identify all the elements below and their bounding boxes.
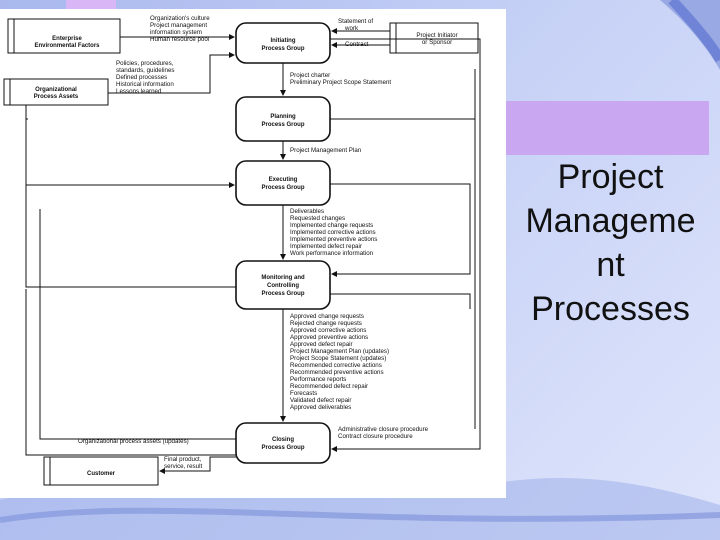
process-group-label: Process Group — [261, 122, 304, 128]
monitoring-outputs-list: Approved change requests Rejected change… — [290, 313, 389, 411]
flow-label: Defined processes — [116, 74, 167, 81]
org-assets-flow-labels: Policies, procedures, standards, guideli… — [116, 60, 174, 95]
flow-label: standards, guidelines — [116, 67, 174, 74]
flow-label: Deliverables — [290, 208, 324, 215]
enterprise-label: Environmental Factors — [34, 43, 100, 49]
slide-title: Project Manageme nt Processes — [508, 155, 713, 331]
flow-label: Approved preventive actions — [290, 334, 368, 341]
flow-label: Performance reports — [290, 376, 346, 383]
flow-label: Project Management Plan (updates) — [290, 348, 389, 355]
process-group-label: Monitoring and — [261, 275, 305, 281]
flow-label: service, result — [164, 463, 202, 470]
flow-label: work — [344, 25, 359, 32]
closing-to-org-label: Organizational process assets (updates) — [78, 438, 189, 445]
process-group-label: Planning — [270, 114, 296, 120]
sponsor-label: or Sponsor — [422, 39, 452, 46]
slide-title-line: Project — [557, 158, 664, 196]
organizational-process-assets-box: Organizational Process Assets — [3, 78, 109, 106]
customer-label: Customer — [87, 471, 116, 477]
flow-label: information system — [150, 29, 202, 36]
planning-to-executing-label: Project Management Plan — [290, 147, 362, 154]
flow-label: Organization's culture — [150, 15, 210, 22]
closing-process-group: Closing Process Group — [235, 422, 331, 464]
process-group-label: Executing — [269, 177, 298, 183]
closing-to-customer-labels: Final product, service, result — [164, 456, 202, 470]
closing-input-labels: Administrative closure procedure Contrac… — [338, 426, 429, 440]
flow-label: Project Scope Statement (updates) — [290, 355, 386, 362]
process-diagram-panel: Enterprise Environmental Factors Project… — [0, 9, 506, 498]
flow-label: Approved change requests — [290, 313, 364, 320]
org-assets-label: Organizational — [35, 87, 77, 93]
enterprise-label: Enterprise — [52, 36, 82, 42]
process-group-label: Process Group — [261, 445, 304, 451]
flow-label: Implemented preventive actions — [290, 236, 377, 243]
slide-title-line: Processes — [531, 290, 690, 328]
flow-label: Recommended preventive actions — [290, 369, 384, 376]
process-group-label: Process Group — [261, 291, 304, 297]
executing-process-group: Executing Process Group — [235, 160, 331, 206]
initiating-to-planning-labels: Project charter Preliminary Project Scop… — [290, 72, 391, 86]
sponsor-label: Project Initiator — [416, 32, 457, 39]
flow-label: Forecasts — [290, 390, 317, 397]
flow-label: Requested changes — [290, 215, 345, 222]
flow-label: Administrative closure procedure — [338, 426, 429, 433]
flow-label: Approved corrective actions — [290, 327, 366, 334]
flow-label: Human resource pool — [150, 36, 209, 43]
process-group-label: Initiating — [271, 38, 296, 44]
flow-label: Contract closure procedure — [338, 433, 413, 440]
flow-label: Project charter — [290, 72, 330, 79]
flow-label: Contract — [345, 41, 369, 48]
flow-connectors — [25, 28, 481, 474]
flow-label: Policies, procedures, — [116, 60, 174, 67]
process-group-label: Closing — [272, 437, 294, 443]
initiating-process-group: Initiating Process Group — [235, 22, 331, 64]
customer-box: Customer — [43, 456, 159, 486]
sponsor-flow-labels: Statement of work Contract — [338, 18, 373, 48]
accent-bar — [499, 101, 709, 155]
flow-label: Final product, — [164, 456, 202, 463]
monitoring-controlling-process-group: Monitoring and Controlling Process Group — [235, 260, 331, 310]
flow-label: Implemented defect repair — [290, 243, 362, 250]
org-assets-label: Process Assets — [34, 94, 79, 100]
flow-label: Project management — [150, 22, 207, 29]
flow-label: Rejected change requests — [290, 320, 362, 327]
slide-title-line: nt — [596, 246, 625, 284]
flow-label: Approved deliverables — [290, 404, 351, 411]
executing-outputs-list: Deliverables Requested changes Implement… — [290, 208, 377, 257]
process-group-label: Process Group — [261, 185, 304, 191]
process-flow-diagram: Enterprise Environmental Factors Project… — [3, 15, 481, 486]
flow-label: Statement of — [338, 18, 373, 25]
process-group-label: Controlling — [267, 283, 299, 289]
flow-label: Lessons learned — [116, 88, 162, 95]
process-group-label: Process Group — [261, 46, 304, 52]
flow-label: Work performance information — [290, 250, 374, 257]
planning-process-group: Planning Process Group — [235, 96, 331, 142]
enterprise-environmental-factors-box: Enterprise Environmental Factors — [7, 18, 121, 54]
project-initiator-sponsor-box: Project Initiator or Sponsor — [389, 22, 479, 54]
flow-label: Validated defect repair — [290, 397, 351, 404]
flow-label: Recommended corrective actions — [290, 362, 382, 369]
flow-label: Historical information — [116, 81, 174, 88]
flow-label: Implemented change requests — [290, 222, 373, 229]
slide-title-line: Manageme — [525, 202, 696, 240]
flow-label: Preliminary Project Scope Statement — [290, 79, 391, 86]
enterprise-flow-labels: Organization's culture Project managemen… — [150, 15, 210, 43]
flow-label: Recommended defect repair — [290, 383, 368, 390]
flow-label: Implemented corrective actions — [290, 229, 376, 236]
flow-label: Approved defect repair — [290, 341, 353, 348]
